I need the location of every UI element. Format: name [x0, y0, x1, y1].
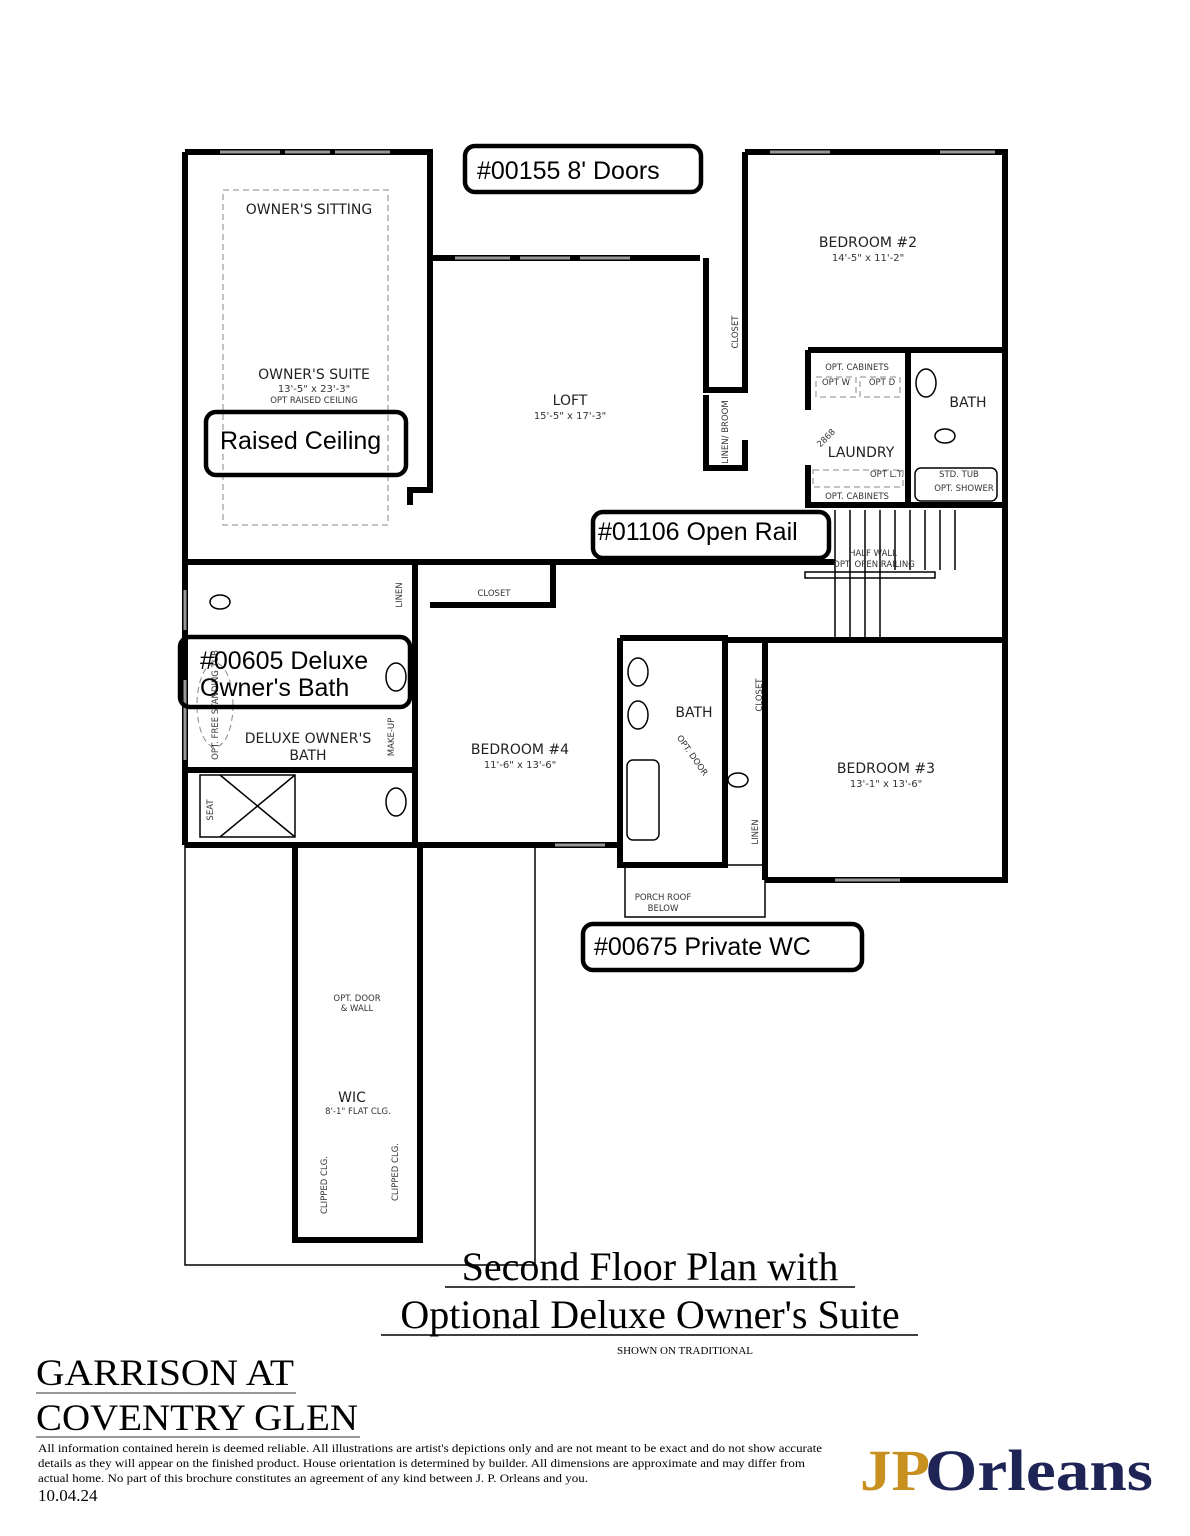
room-bedroom-2: BEDROOM #2: [819, 235, 917, 251]
svg-text:Orleans: Orleans: [925, 1438, 1153, 1503]
wic-note: 8'-1" FLAT CLG.: [325, 1107, 391, 1117]
callout-doors: #00155 8' Doors: [462, 143, 704, 195]
label-closet-bed4: CLOSET: [477, 589, 511, 599]
svg-text:Owner's Bath: Owner's Bath: [200, 674, 349, 702]
callout-open-rail: #01106 Open Rail: [590, 509, 832, 561]
label-linen-bath: LINEN: [751, 819, 761, 844]
label-clipped-right: CLIPPED CLG.: [391, 1143, 401, 1201]
disclaimer-line2: details as they will appear on the finis…: [38, 1458, 805, 1470]
svg-text:#00605 Deluxe: #00605 Deluxe: [200, 647, 368, 675]
room-bath-middle: BATH: [675, 705, 712, 721]
revision-date: 10.04.24: [38, 1486, 98, 1505]
room-loft: LOFT: [553, 393, 588, 409]
label-linen-broom: LINEN/ BROOM: [721, 400, 731, 463]
label-std-tub: STD. TUB: [939, 470, 979, 480]
label-opt-w: OPT W: [822, 378, 851, 388]
label-porch-roof-below: BELOW: [648, 904, 679, 914]
disclaimer-line3: actual home. No part of this brochure co…: [38, 1473, 588, 1485]
community-name-line2: COVENTRY GLEN: [36, 1398, 358, 1439]
label-opt-shower: OPT. SHOWER: [934, 484, 994, 494]
room-owners-sitting: OWNER'S SITTING: [246, 202, 372, 218]
label-closet-bed2: CLOSET: [731, 315, 741, 349]
tub-shower: [914, 467, 998, 502]
room-bath-upper: BATH: [949, 395, 986, 411]
callout-private-wc: #00675 Private WC: [580, 921, 865, 973]
room-wic: WIC: [338, 1090, 366, 1106]
roof-outline: [184, 845, 536, 1266]
label-opt-d: OPT D: [869, 378, 896, 388]
jp-orleans-logo: JP Orleans: [860, 1438, 1153, 1503]
room-deluxe-owners-bath-2: BATH: [289, 748, 326, 764]
label-closet-bed3: CLOSET: [755, 678, 765, 712]
porch-roof-outline: [624, 864, 766, 918]
owners-suite-note: OPT RAISED CEILING: [270, 396, 358, 406]
shower: [199, 774, 296, 838]
opt-cabinets-outline: [812, 469, 904, 488]
owners-suite-dim: 13'-5" x 23'-3": [278, 384, 350, 395]
label-seat: SEAT: [206, 799, 216, 821]
bathtub: [626, 759, 660, 841]
label-opt-cabinets-bottom: OPT. CABINETS: [825, 492, 889, 502]
room-owners-suite: OWNER'S SUITE: [258, 367, 370, 383]
room-bedroom-3: BEDROOM #3: [837, 761, 935, 777]
opt-dryer-outline: [859, 376, 901, 398]
label-opt-door-wall: OPT. DOOR: [333, 994, 380, 1004]
bedroom-3-dim: 13'-1" x 13'-6": [850, 779, 922, 790]
sink-icon: [385, 787, 407, 817]
sink-icon: [385, 662, 407, 692]
plan-title-line1: Second Floor Plan with: [462, 1244, 839, 1289]
room-bedroom-4: BEDROOM #4: [471, 742, 569, 758]
label-porch-roof: PORCH ROOF: [635, 893, 692, 903]
windows: [183, 150, 995, 882]
loft-dim: 15'-5" x 17'-3": [534, 411, 606, 422]
disclaimer-line1: All information contained herein is deem…: [38, 1443, 822, 1455]
label-half-wall: HALF WALL: [849, 549, 897, 559]
svg-text:#01106 Open Rail: #01106 Open Rail: [598, 518, 798, 546]
plan-title-line2: Optional Deluxe Owner's Suite: [400, 1292, 899, 1337]
callout-deluxe-bath: #00605 Deluxe Owner's Bath: [177, 634, 413, 710]
label-opt-open-railing: OPT. OPEN RAILING: [833, 560, 915, 570]
label-clipped-left: CLIPPED CLG.: [320, 1156, 330, 1214]
label-opt-cabinets-top: OPT. CABINETS: [825, 363, 889, 373]
svg-text:#00675 Private WC: #00675 Private WC: [594, 933, 811, 961]
community-name-line1: GARRISON AT: [36, 1353, 294, 1394]
callout-raised-ceiling: Raised Ceiling: [203, 409, 409, 478]
room-deluxe-owners-bath: DELUXE OWNER'S: [245, 731, 372, 747]
raised-ceiling-outline: [222, 189, 389, 526]
bedroom-2-dim: 14'-5" x 11'-2": [832, 253, 904, 264]
svg-text:JP: JP: [860, 1438, 930, 1503]
walls: [182, 149, 1008, 1243]
label-linen-owner: LINEN: [395, 582, 405, 607]
sink-icon: [627, 700, 649, 730]
label-opt-door: OPT. DOOR: [674, 734, 709, 779]
label-make-up: MAKE-UP: [387, 718, 397, 757]
svg-text:Raised Ceiling: Raised Ceiling: [220, 427, 381, 455]
opt-washer-outline: [815, 376, 857, 398]
toilet-icon: [934, 428, 956, 444]
sink-icon: [627, 657, 649, 687]
bedroom-4-dim: 11'-6" x 13'-6": [484, 760, 556, 771]
svg-text:#00155 8' Doors: #00155 8' Doors: [477, 157, 660, 185]
label-opt-door-wall-2: & WALL: [341, 1004, 374, 1014]
label-opt-lt: OPT L.T.: [870, 470, 904, 480]
toilet-icon: [209, 594, 231, 610]
room-laundry: LAUNDRY: [828, 445, 895, 461]
plan-subtitle: SHOWN ON TRADITIONAL: [617, 1345, 753, 1357]
toilet-icon: [727, 772, 749, 788]
sink-icon: [915, 368, 937, 398]
